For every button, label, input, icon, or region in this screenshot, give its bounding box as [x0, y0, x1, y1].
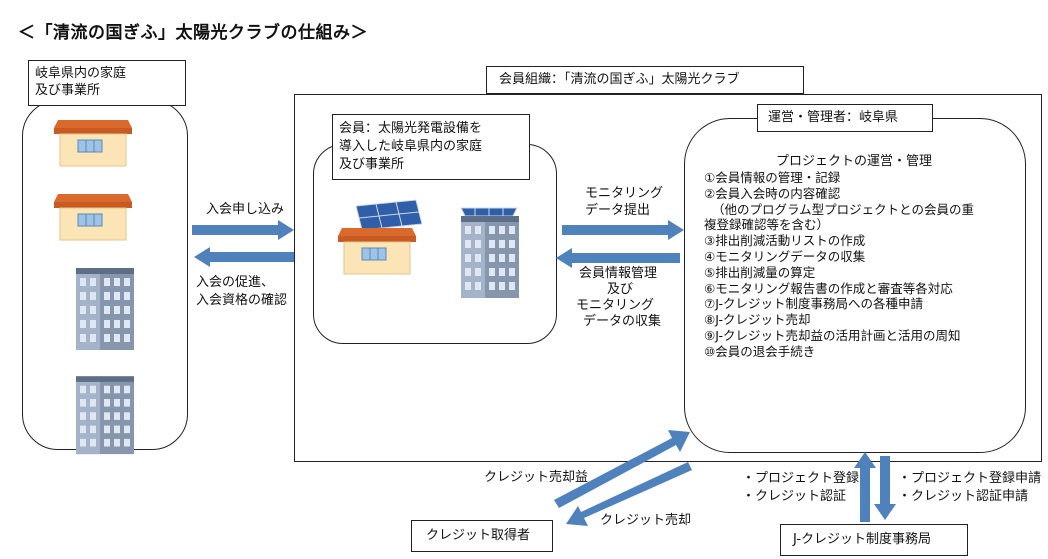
credit-profit-label: クレジット売却益 [484, 470, 589, 485]
j-credit-office-box: J-クレジット制度事務局 [780, 524, 968, 556]
registration-up-arrow [854, 452, 876, 522]
collection-label-line2: 及び [607, 282, 634, 297]
office-application-label-line1: ・プロジェクト登録申請 [898, 471, 1042, 486]
office-registration-label-line2: ・クレジット認証 [742, 489, 847, 504]
office-registration-label-line1: ・プロジェクト登録 [742, 471, 860, 486]
admin-task-item: 複登録確認等を含む） [704, 217, 830, 233]
households-label-line1: 岐阜県内の家庭 [35, 66, 127, 81]
solar-house-icon [337, 199, 423, 275]
collection-label-line3: モニタリング [576, 298, 655, 313]
households-label-line2: 及び事業所 [35, 83, 101, 98]
solar-building-icon [460, 207, 519, 298]
member-label-line1: 会員：太陽光発電設備を [339, 121, 483, 136]
promotion-arrow [194, 247, 294, 267]
house-icon [53, 119, 133, 167]
join-request-label: 入会申し込み [206, 202, 285, 217]
promotion-label-line2: 入会資格の確認 [196, 293, 288, 308]
admin-task-item: （他のプログラム型プロジェクトとの会員の重 [712, 201, 975, 217]
admin-panel [684, 118, 1026, 453]
admin-task-item: ②会員入会時の内容確認 [704, 185, 841, 201]
member-label-box: 会員：太陽光発電設備を 導入した岐阜県内の家庭 及び事業所 [332, 114, 530, 180]
admin-task-item: ⑦J-クレジット制度事務局への各種申請 [704, 296, 923, 312]
admin-task-item: ③排出削減活動リストの作成 [704, 233, 866, 249]
admin-task-item: ⑧J-クレジット売却 [704, 312, 811, 328]
credit-buyer-box: クレジット取得者 [411, 520, 553, 552]
member-label-line2: 導入した岐阜県内の家庭 [339, 139, 483, 154]
join-request-arrow [192, 220, 294, 240]
collection-label-line4: データの収集 [583, 314, 662, 329]
households-label-box: 岐阜県内の家庭 及び事業所 [28, 60, 186, 106]
house-icon [53, 193, 133, 241]
credit-sale-label: クレジット売却 [600, 513, 692, 528]
collection-label-line1: 会員情報管理 [579, 266, 658, 281]
club-organization-label: 会員組織：「清流の国ぎふ」太陽光クラブ [486, 66, 804, 94]
member-label-line3: 及び事業所 [339, 157, 405, 172]
page-title: ＜「清流の国ぎふ」太陽光クラブの仕組み＞ [18, 23, 368, 43]
admin-task-item: ⑥モニタリング報告書の作成と審査等各対応 [704, 280, 953, 296]
promotion-label-line1: 入会の促進、 [196, 275, 275, 290]
admin-task-item: ⑨J-クレジット売却益の活用計画と活用の周知 [704, 327, 961, 343]
monitoring-data-arrow [562, 220, 684, 240]
application-down-arrow [874, 456, 896, 520]
admin-task-item: ⑤排出削減量の算定 [704, 264, 816, 280]
data-collection-arrow [556, 248, 680, 268]
monitoring-label-line2: データ提出 [585, 203, 651, 218]
admin-label-box: 運営・管理者：岐阜県 [757, 104, 933, 132]
admin-task-list: ①会員情報の管理・記録 ②会員入会時の内容確認 （他のプログラム型プロジェクトと… [704, 170, 974, 360]
admin-task-item: ①会員情報の管理・記録 [704, 170, 841, 185]
admin-task-item: ④モニタリングデータの収集 [704, 248, 866, 264]
admin-heading: プロジェクトの運営・管理 [776, 154, 933, 169]
credit-profit-arrow [554, 430, 690, 508]
admin-task-item: ⑩会員の退会手続き [704, 343, 816, 359]
office-application-label-line2: ・クレジット認証申請 [898, 489, 1029, 504]
monitoring-label-line1: モニタリング [585, 186, 664, 201]
office-building-icon [76, 268, 134, 350]
office-building-icon [76, 376, 134, 455]
credit-sale-arrow [566, 462, 692, 526]
